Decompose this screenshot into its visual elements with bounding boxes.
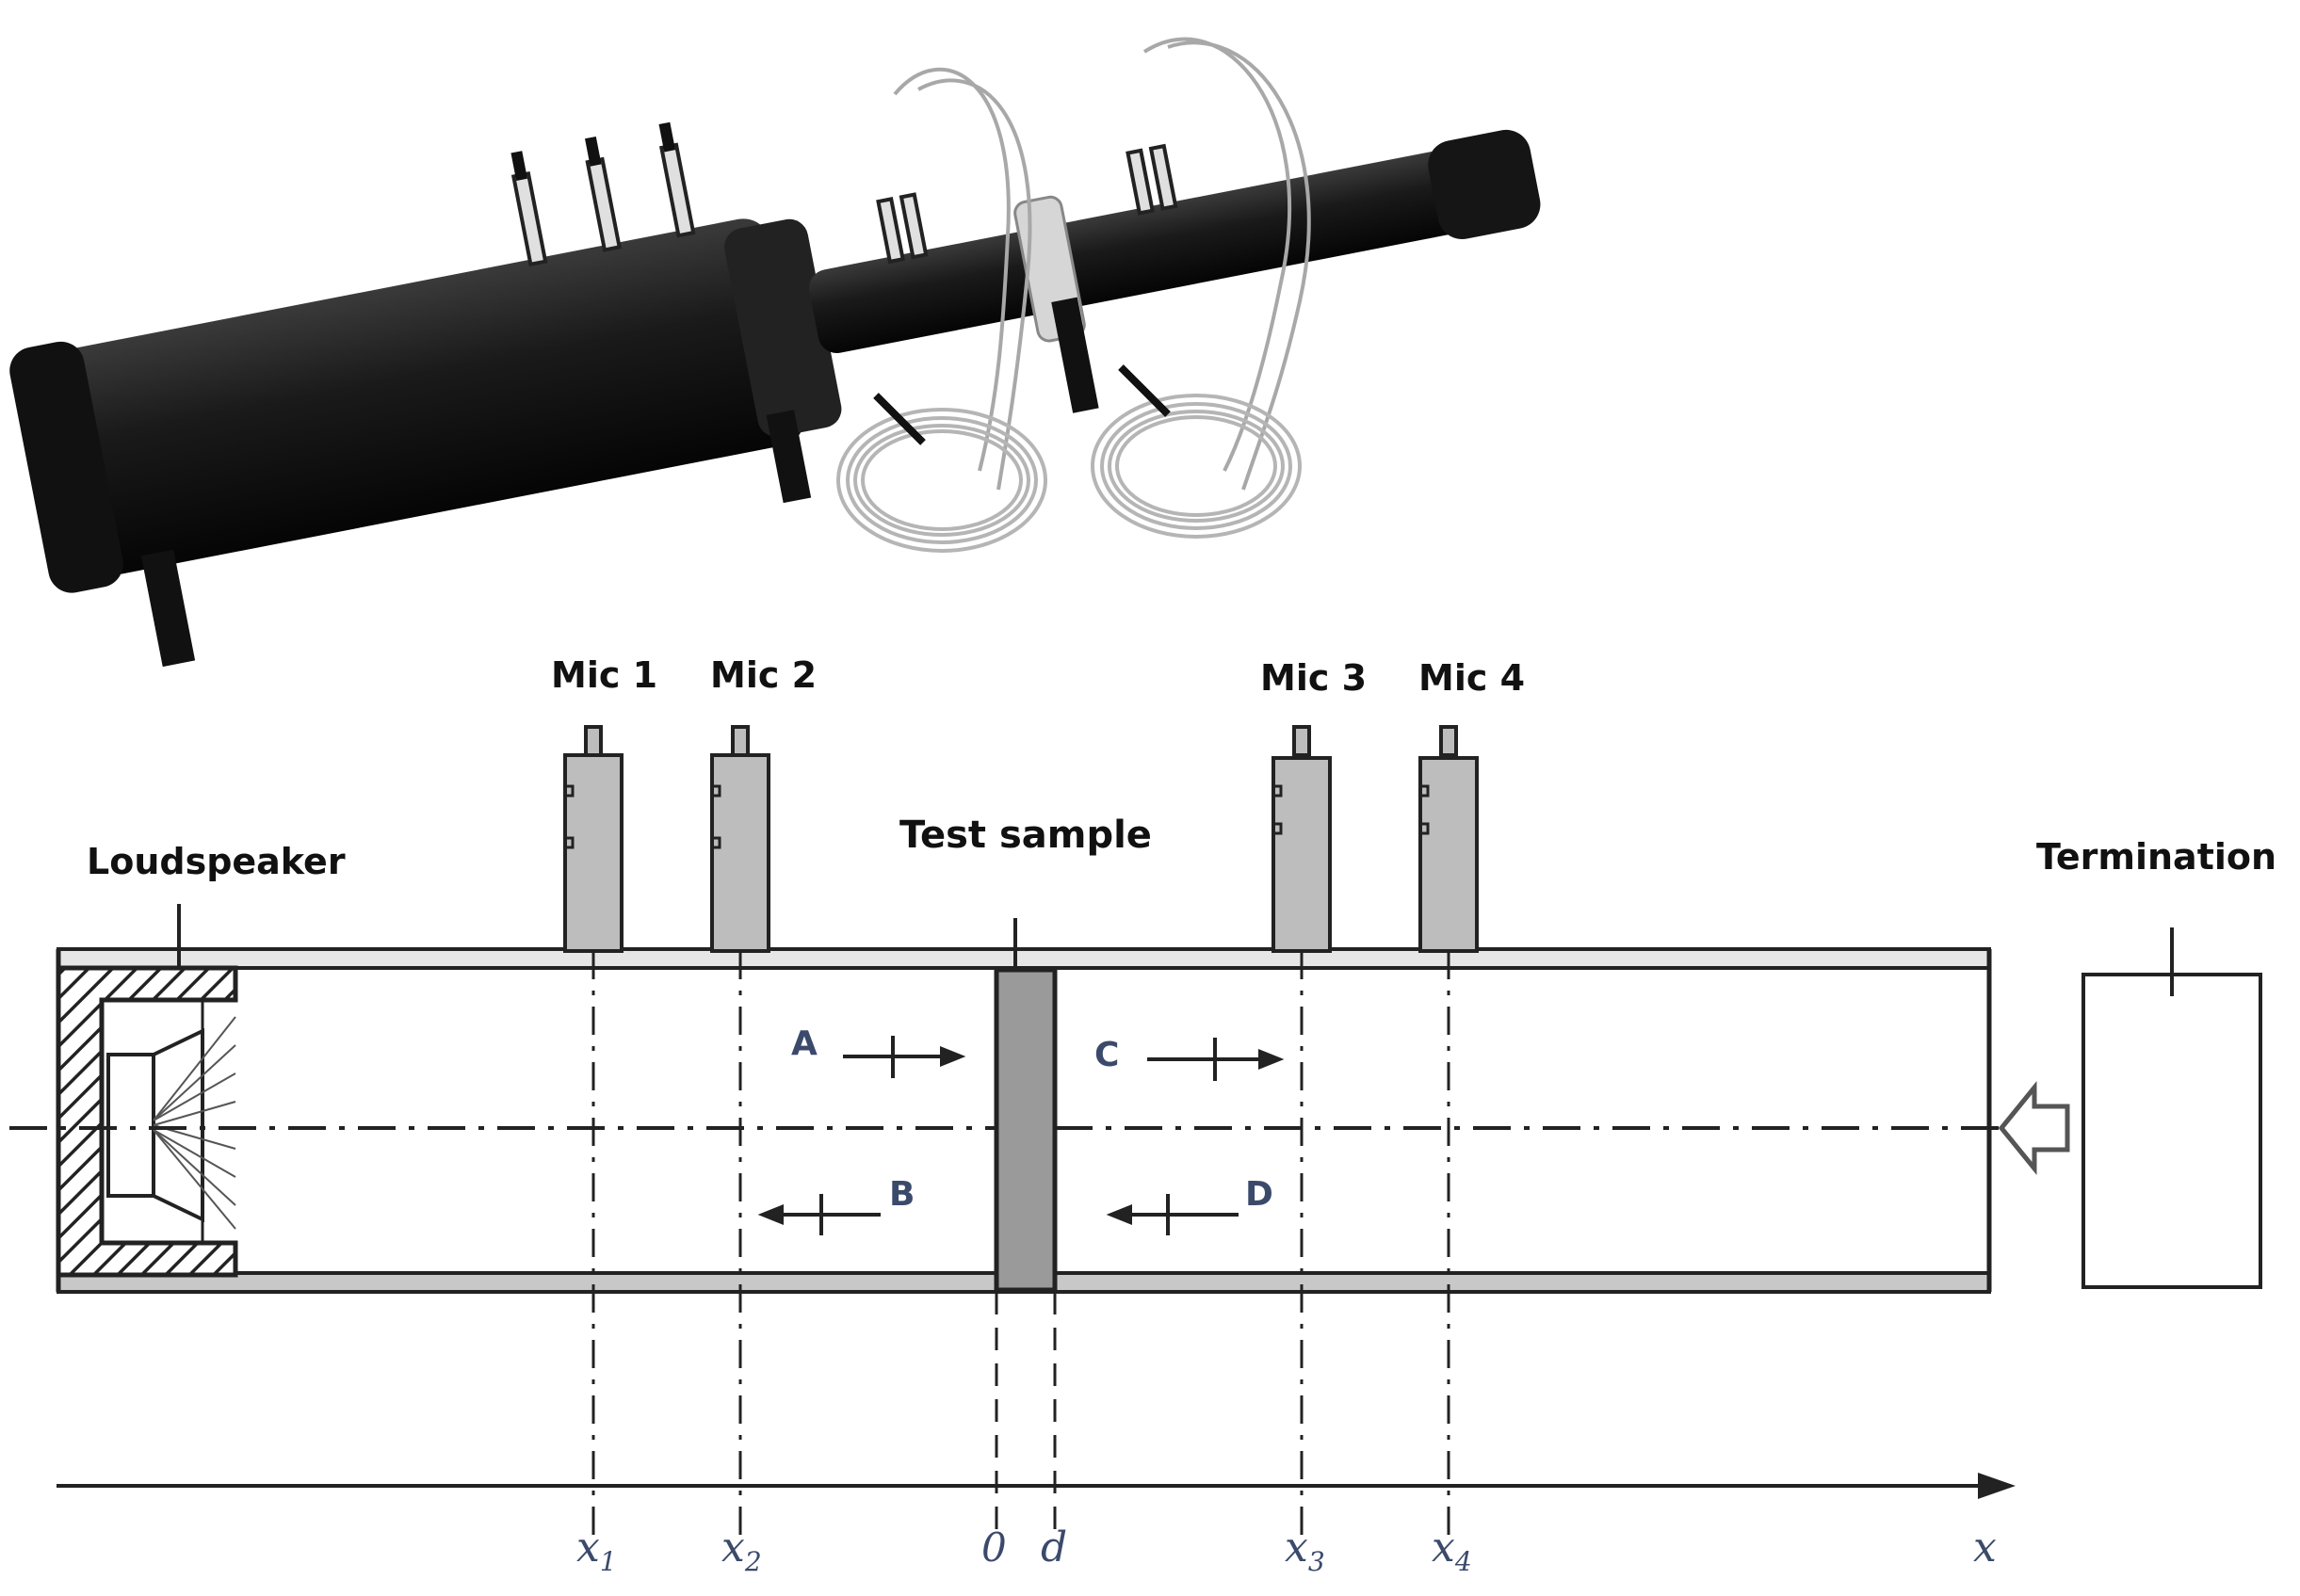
photo-small-tube-end (1428, 129, 1541, 240)
loudspeaker-label: Loudspeaker (87, 841, 346, 882)
wave-arrow-c (1147, 1038, 1285, 1081)
mic2-label: Mic 2 (710, 654, 817, 696)
photo-stand (1051, 297, 1099, 413)
tube-top-wall (57, 947, 1991, 970)
termination-box (2081, 973, 2262, 1289)
loudspeaker-magnet (106, 1053, 155, 1198)
photo-stand (140, 549, 196, 668)
test-sample (994, 967, 1058, 1293)
wave-arrow-b (757, 1194, 881, 1235)
axis-label-x1: x1 (576, 1523, 617, 1577)
mic3-label: Mic 3 (1260, 657, 1367, 699)
mic1-label: Mic 1 (551, 654, 657, 696)
test-sample-label: Test sample (899, 814, 1152, 857)
axis-label-zero: 0 (981, 1524, 1007, 1571)
mic-position-lines (591, 951, 1450, 1535)
photo-cable-coil (836, 408, 1047, 553)
loudspeaker-housing (56, 965, 238, 1278)
axis-label-x3: x3 (1285, 1523, 1325, 1577)
axis-label-x: x (1973, 1523, 1997, 1572)
x-axis-arrowhead (1978, 1473, 2016, 1499)
axis-label-x2: x2 (721, 1523, 762, 1577)
photo-end-cap (9, 341, 123, 593)
wave-label-d: D (1245, 1175, 1273, 1214)
mic4-label: Mic 4 (1418, 657, 1525, 699)
axis-label-x4: x4 (1432, 1523, 1472, 1577)
mic-1 (563, 725, 624, 953)
photo-collar (724, 218, 842, 437)
mic-3 (1271, 725, 1332, 953)
axis-label-d: d (1041, 1523, 1067, 1572)
termination-label: Termination (2036, 836, 2276, 878)
wave-arrow-d (1106, 1194, 1239, 1235)
photo-mic-probe (585, 156, 622, 252)
wave-label-b: B (889, 1175, 915, 1214)
photo-mic-probe (899, 192, 929, 260)
wave-label-a: A (791, 1024, 818, 1063)
photo-mic-probe (1126, 148, 1155, 216)
mic-4 (1418, 725, 1479, 953)
photo-mic-probe (876, 197, 905, 265)
wave-arrow-a (843, 1036, 966, 1078)
impedance-tube-photo (9, 37, 1541, 668)
photo-small-tube (809, 139, 1522, 354)
termination-inlet-arrow (1998, 1080, 2070, 1176)
mic-2 (710, 725, 770, 953)
wave-label-c: C (1094, 1036, 1119, 1074)
photo-mic-probe (658, 142, 696, 238)
tube-diagram (9, 725, 2262, 1535)
photo-cable-coil (1091, 394, 1302, 539)
photo-stand (766, 410, 812, 504)
photo-mic-probe (1148, 143, 1178, 211)
photo-mic-probe (510, 171, 548, 267)
photo-large-tube (30, 218, 805, 580)
sample-boundary-lines (995, 1292, 1057, 1535)
